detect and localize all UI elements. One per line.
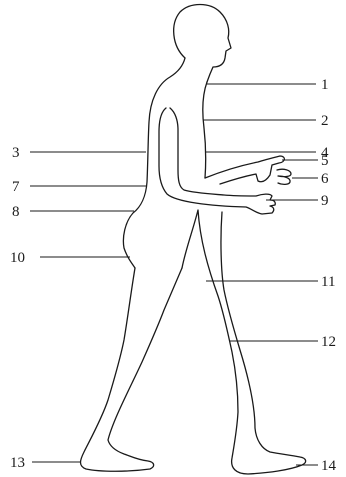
callout-6: 6: [321, 171, 329, 187]
callout-13: 13: [10, 455, 25, 471]
callout-10: 10: [10, 250, 25, 266]
callout-12: 12: [321, 334, 336, 350]
callout-5: 5: [321, 153, 329, 169]
arm-outline: [159, 108, 275, 214]
callout-labels: 1 2 3 4 5 6 7 8 9 10 11 12 13 14: [10, 77, 337, 474]
callout-2: 2: [321, 113, 329, 129]
finger-coil: [277, 169, 291, 184]
callout-7: 7: [12, 179, 20, 195]
callout-1: 1: [321, 77, 329, 93]
rear-leg-outline: [81, 268, 183, 471]
callout-3: 3: [12, 145, 20, 161]
callout-8: 8: [12, 204, 20, 220]
leader-lines: [30, 84, 318, 465]
front-leg-outline: [182, 210, 306, 474]
back-outline: [123, 58, 185, 268]
callout-14: 14: [321, 458, 337, 474]
head-outline: [174, 5, 231, 83]
callout-11: 11: [321, 274, 335, 290]
far-arm-outline: [205, 156, 284, 184]
body-outline: [81, 5, 306, 475]
callout-9: 9: [321, 193, 329, 209]
chest-outline: [203, 82, 207, 178]
